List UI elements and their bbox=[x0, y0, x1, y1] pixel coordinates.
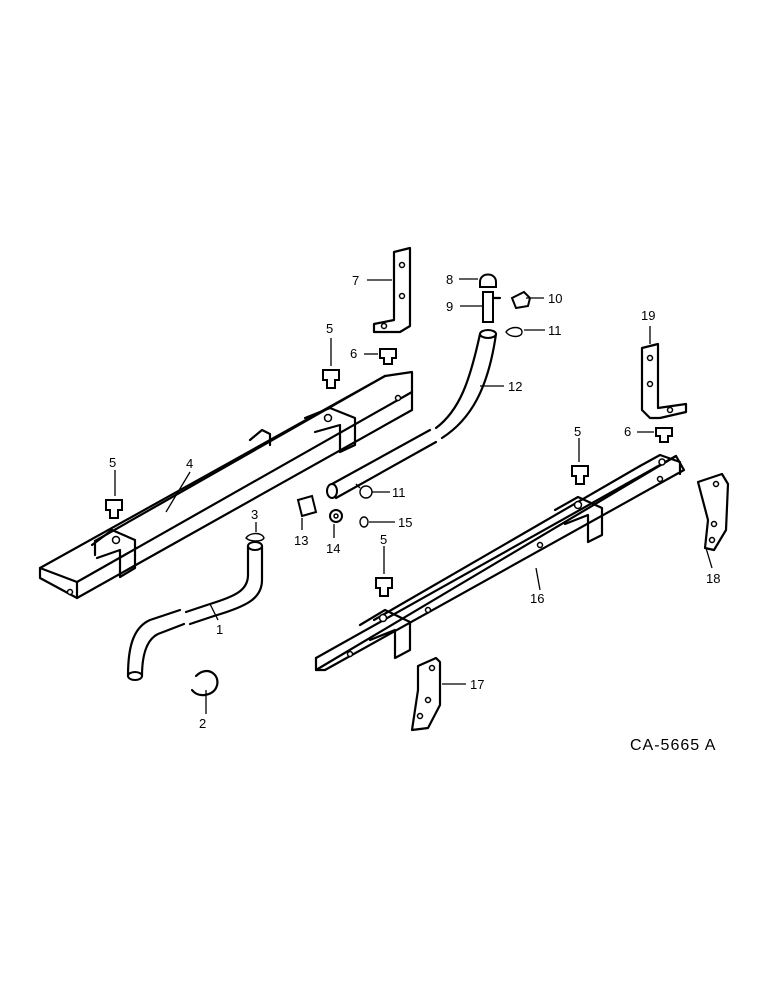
callout-5-lower: 5 bbox=[380, 532, 387, 547]
callout-4: 4 bbox=[186, 456, 193, 471]
bushing-5-left bbox=[105, 499, 123, 519]
callout-5-right: 5 bbox=[574, 424, 581, 439]
bushing-5-right bbox=[571, 465, 589, 485]
fitting-13 bbox=[296, 494, 318, 518]
callout-13: 13 bbox=[294, 533, 308, 548]
clamp-11-upper bbox=[505, 326, 523, 338]
bracket-7 bbox=[372, 246, 412, 334]
clamp-11-lower bbox=[355, 483, 373, 499]
ring-15 bbox=[359, 516, 369, 528]
clip-2 bbox=[190, 670, 219, 697]
hose-12 bbox=[326, 329, 498, 500]
callout-5-mid: 5 bbox=[326, 321, 333, 336]
callout-5-left: 5 bbox=[109, 455, 116, 470]
callout-8: 8 bbox=[446, 272, 453, 287]
bushing-5-lower bbox=[375, 577, 393, 597]
callout-14: 14 bbox=[326, 541, 340, 556]
callout-11-lower: 11 bbox=[392, 485, 406, 500]
bushing-6-right bbox=[655, 427, 673, 443]
clip-10 bbox=[510, 290, 532, 310]
right-channel-rail bbox=[314, 453, 686, 672]
left-channel-rail bbox=[38, 370, 414, 600]
callout-6-mid: 6 bbox=[350, 346, 357, 361]
callout-1: 1 bbox=[216, 622, 223, 637]
callout-19: 19 bbox=[641, 308, 655, 323]
callout-12: 12 bbox=[508, 379, 522, 394]
callout-7: 7 bbox=[352, 273, 359, 288]
pin-9 bbox=[482, 291, 502, 323]
callout-11-upper: 11 bbox=[548, 323, 562, 338]
callout-10: 10 bbox=[548, 291, 562, 306]
plate-18 bbox=[696, 472, 730, 552]
drawing-code: CA-5665 A bbox=[630, 737, 716, 754]
nut-14 bbox=[329, 509, 343, 523]
callout-17: 17 bbox=[470, 677, 484, 692]
hose-1 bbox=[126, 541, 264, 681]
callout-9: 9 bbox=[446, 299, 453, 314]
cap-8 bbox=[479, 273, 497, 288]
clamp-3 bbox=[245, 532, 265, 542]
callout-18: 18 bbox=[706, 571, 720, 586]
callout-3: 3 bbox=[251, 507, 258, 522]
callout-labels: 1 2 3 4 5 5 5 5 6 6 7 8 9 10 11 11 12 13… bbox=[109, 272, 720, 731]
callout-2: 2 bbox=[199, 716, 206, 731]
bracket-19 bbox=[640, 342, 688, 420]
callout-16: 16 bbox=[530, 591, 544, 606]
bushing-6-mid bbox=[379, 348, 397, 365]
plate-17 bbox=[410, 656, 442, 732]
bushing-5-mid bbox=[322, 369, 340, 389]
leader-lines bbox=[114, 278, 713, 714]
callout-6-right: 6 bbox=[624, 424, 631, 439]
callout-15: 15 bbox=[398, 515, 412, 530]
